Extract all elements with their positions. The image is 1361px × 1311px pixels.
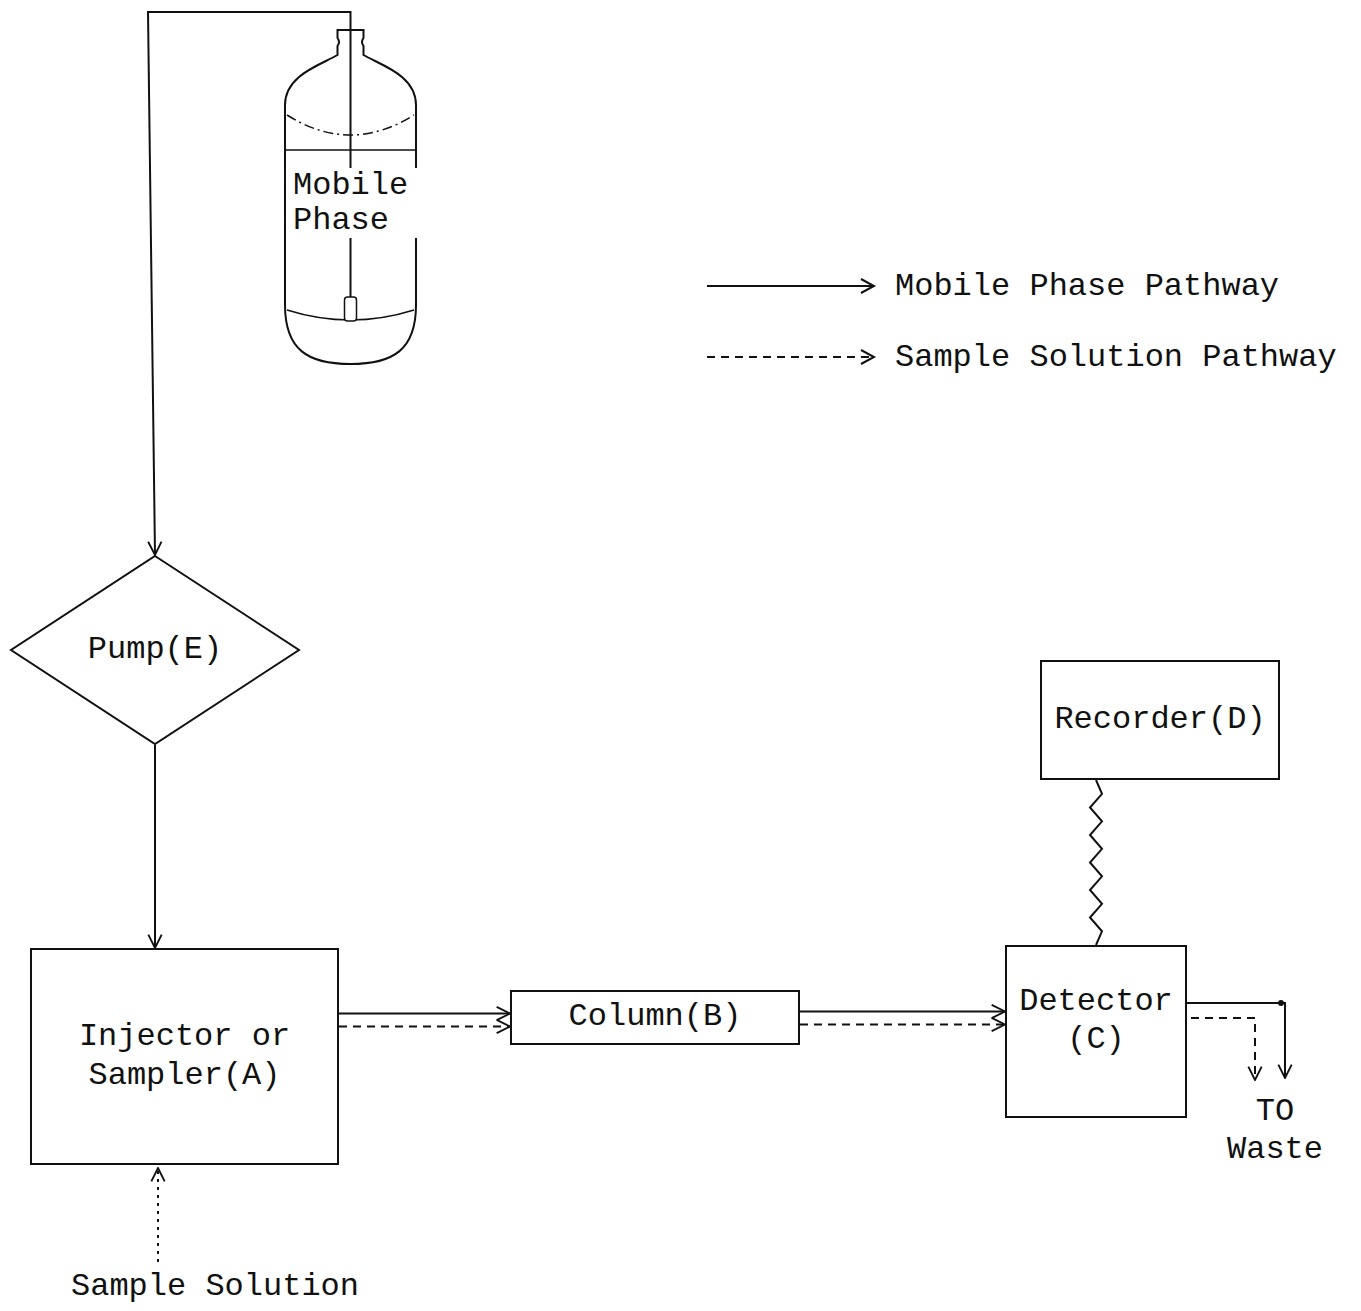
sample-path-line — [339, 1026, 510, 1028]
node-label: Pump(E) — [88, 631, 222, 669]
node-label: Injector or Sampler(A) — [42, 1018, 327, 1095]
waste-line-solid — [1177, 1003, 1285, 1078]
recorder-box: Recorder(D) — [1040, 660, 1280, 780]
detector-box: Detector (C) — [1005, 945, 1187, 1118]
legend-text: Sample Solution Pathway — [895, 339, 1337, 376]
mobile-path-line — [154, 745, 156, 948]
injector-box: Injector or Sampler(A) — [30, 948, 339, 1165]
solvent-bottle: Mobile Phase — [283, 30, 418, 365]
node-label: Detector (C) — [1013, 983, 1179, 1060]
mobile-path-line — [1090, 780, 1102, 945]
node-label: Mobile Phase — [293, 168, 418, 238]
legend-line-sample — [705, 266, 877, 306]
legend-row: Mobile Phase Pathway — [705, 266, 1279, 306]
connector — [339, 1014, 510, 1027]
pump-diamond: Pump(E) — [10, 555, 300, 745]
sample-path-line — [800, 1024, 1005, 1026]
column-box: Column(B) — [510, 990, 800, 1045]
free-label: TO Waste — [1215, 1093, 1335, 1170]
node-label: Recorder(D) — [1054, 701, 1265, 739]
connector — [155, 745, 156, 948]
mobile-path-line — [339, 1013, 510, 1015]
node-label: Column(B) — [569, 998, 742, 1036]
waste-line-dashed — [1177, 1018, 1255, 1080]
sample-inlet-line — [157, 1168, 159, 1262]
legend-text: Mobile Phase Pathway — [895, 268, 1279, 305]
connector — [800, 1012, 1005, 1025]
legend-line-sample — [705, 337, 877, 377]
free-label: Sample Solution — [60, 1268, 370, 1306]
connector — [1090, 780, 1102, 945]
waste-joint — [1278, 1000, 1284, 1006]
legend-row: Sample Solution Pathway — [705, 337, 1337, 377]
mobile-path-line — [800, 1011, 1005, 1013]
